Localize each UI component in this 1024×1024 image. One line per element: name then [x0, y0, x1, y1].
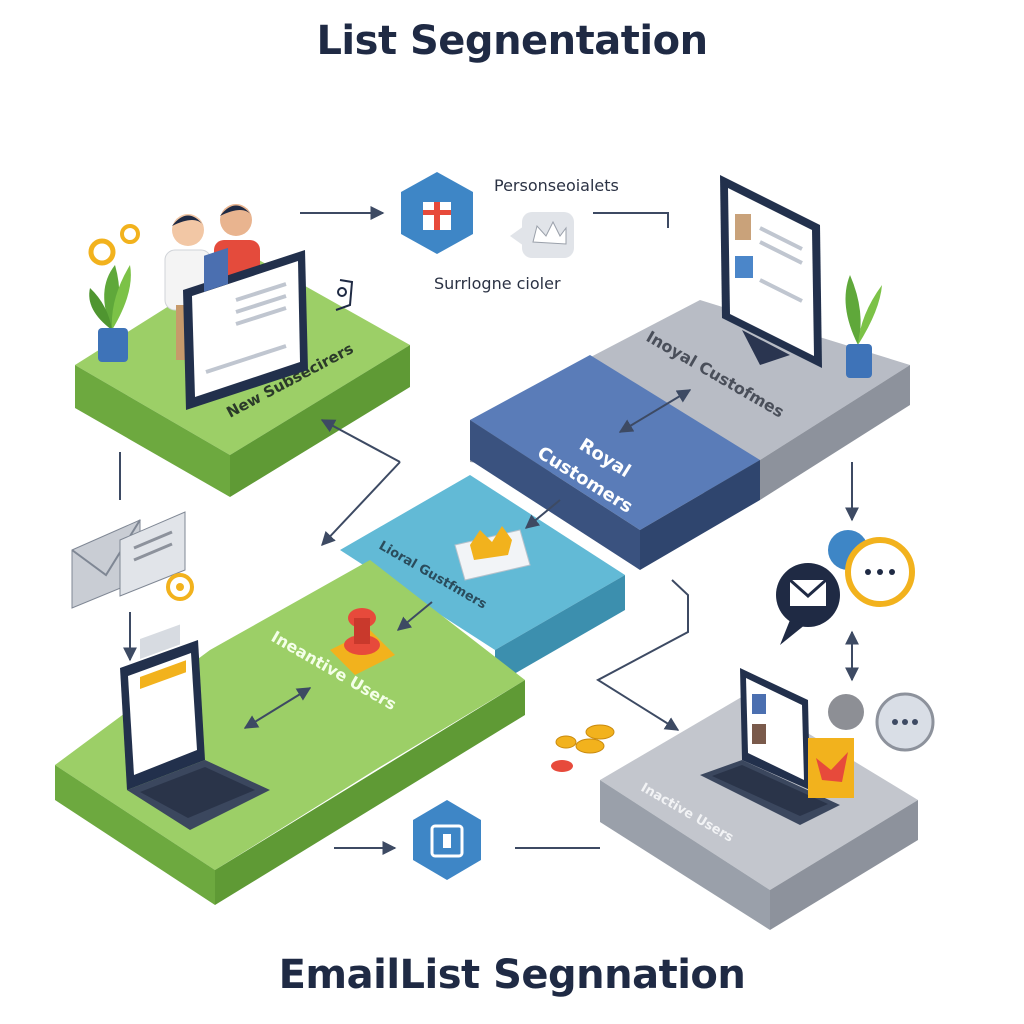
email-bubble-icon	[776, 563, 840, 645]
subtitle-label: Surrlogne cioler	[434, 274, 561, 293]
arrow-top-right	[593, 212, 669, 228]
crown-card-icon	[454, 526, 531, 581]
chat-bubble-icon	[828, 530, 915, 607]
desktop-monitor-icon	[720, 175, 822, 368]
arrow-to-new-subscribers	[321, 461, 401, 547]
plant-icon	[89, 265, 131, 362]
flow-arrows	[119, 206, 859, 855]
gift-hexagon-icon	[401, 172, 473, 254]
laptop-icon-right	[700, 668, 864, 825]
chat-bubble-small-icon	[875, 692, 935, 752]
push-button-icon	[330, 608, 395, 675]
gift-box-hexagon-icon	[413, 800, 481, 880]
arrow-green-double	[243, 687, 312, 729]
page-title: List Segnentation	[316, 18, 708, 64]
monitor-icon	[183, 247, 308, 410]
plant-icon-right	[845, 275, 882, 378]
royal-customers-plate	[470, 355, 760, 570]
envelope-icon	[71, 511, 186, 609]
arrow-into-new-subscribers	[320, 419, 401, 463]
arrow-to-inactive-gray	[596, 579, 689, 731]
footer-title: EmailList Segnnation	[278, 952, 746, 998]
crown-bubble-icon	[510, 212, 574, 258]
arrow-teal-to-green	[396, 601, 433, 631]
at-sign-icon	[166, 573, 194, 601]
arrow-royal-to-teal	[524, 499, 561, 529]
personalization-label: Personseoialets	[494, 176, 619, 195]
laptop-icon	[120, 624, 270, 830]
gear-icon	[88, 224, 140, 266]
arrow-royal-double	[618, 389, 692, 433]
pen-note-icon	[335, 279, 354, 311]
coins-icon	[551, 724, 615, 772]
